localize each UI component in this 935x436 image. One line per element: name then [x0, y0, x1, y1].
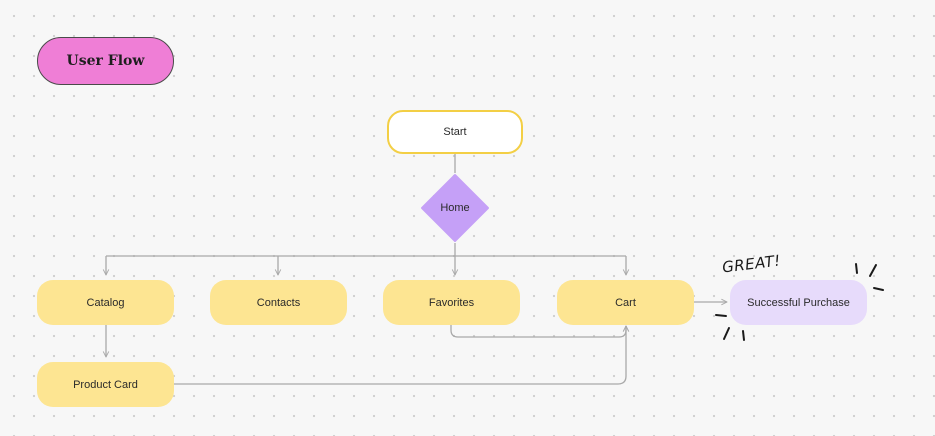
contacts-node[interactable]: Contacts: [210, 280, 347, 325]
catalog-node[interactable]: Catalog: [37, 280, 174, 325]
product-card-node-label: Product Card: [73, 378, 138, 391]
start-node-label: Start: [443, 126, 467, 138]
connector-favorites-cart: [450, 325, 626, 338]
connector-product-cart: [174, 326, 626, 385]
decision-diamond-shape: [421, 174, 489, 242]
successful-purchase-node-label: Successful Purchase: [747, 296, 850, 309]
cart-node[interactable]: Cart: [557, 280, 694, 325]
cart-node-label: Cart: [615, 296, 636, 309]
successful-purchase-node[interactable]: Successful Purchase: [730, 280, 867, 325]
catalog-node-label: Catalog: [86, 296, 125, 309]
contacts-node-label: Contacts: [256, 296, 301, 309]
board-title-text: User Flow: [66, 53, 145, 69]
product-card-node[interactable]: Product Card: [37, 362, 174, 407]
burst-lines: [715, 263, 884, 341]
favorites-node-label: Favorites: [428, 296, 475, 309]
board-title[interactable]: User Flow: [37, 37, 174, 85]
home-decision-node[interactable]: Home: [420, 173, 490, 243]
start-node[interactable]: Start: [387, 110, 523, 154]
favorites-node[interactable]: Favorites: [383, 280, 520, 325]
home-node-label: Home: [440, 202, 470, 214]
